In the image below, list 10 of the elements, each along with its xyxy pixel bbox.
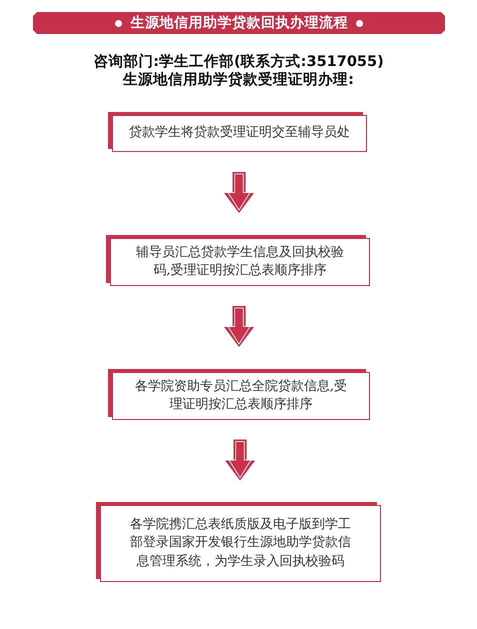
step-text: 各学院携汇总表纸质版及电子版到学工部登录国家开发银行生源地助学贷款信息管理系统，为学生录入回执校验码	[129, 516, 352, 571]
step-text: 各学院资助专员汇总全院贷款信息,受理证明按汇总表顺序排序	[134, 378, 348, 414]
heading-text: 生源地信用助学贷款受理证明办理:	[122, 71, 355, 89]
down-arrow	[224, 172, 254, 213]
step-text: 辅导员汇总贷款学生信息及回执校验码,受理证明按汇总表顺序排序	[135, 244, 345, 280]
down-arrow	[224, 306, 254, 347]
title-text: 生源地信用助学贷款回执办理流程	[130, 14, 348, 32]
down-arrow	[225, 440, 255, 480]
heading-text: 咨询部门:学生工作部(联系方式:3517055)	[92, 53, 385, 71]
step-text: 贷款学生将贷款受理证明交至辅导员处	[129, 124, 350, 142]
